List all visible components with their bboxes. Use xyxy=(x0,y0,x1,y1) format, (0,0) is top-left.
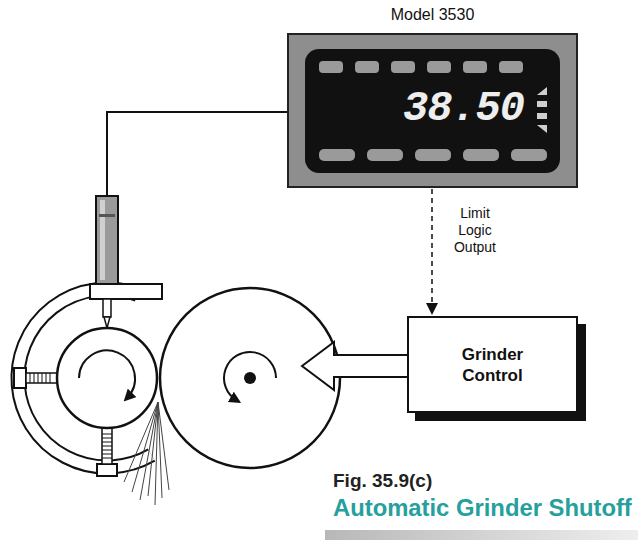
display-reading: 38.50 xyxy=(403,85,524,133)
sparks xyxy=(124,402,169,505)
screw-thread xyxy=(26,373,57,383)
signal-connector xyxy=(426,189,438,315)
front-key xyxy=(367,149,403,161)
front-key xyxy=(319,149,355,161)
title-band xyxy=(325,530,638,540)
indicator-led xyxy=(319,61,343,73)
front-key xyxy=(463,149,499,161)
meter-bezel: 38.50 xyxy=(287,33,578,188)
dashed-signal-line xyxy=(431,189,433,304)
indicator-led xyxy=(463,61,487,73)
indicator-led xyxy=(499,61,523,73)
probe-tip xyxy=(104,317,110,328)
probe-cable xyxy=(107,112,289,196)
grinding-wheel xyxy=(160,288,340,468)
figure-title: Automatic Grinder Shutoff xyxy=(333,494,632,522)
polarity-indicator xyxy=(537,87,547,133)
rotation-arrow xyxy=(224,352,276,401)
screw-head xyxy=(97,464,117,476)
indicator-led xyxy=(391,61,415,73)
meter-display: 38.50 xyxy=(305,49,560,173)
figure-number: Fig. 35.9(c) xyxy=(333,470,432,492)
workpiece xyxy=(57,328,157,428)
screw-head xyxy=(14,368,26,388)
screw-thread-lines xyxy=(30,373,50,383)
model-label: Model 3530 xyxy=(287,6,578,24)
indicator-led xyxy=(427,61,451,73)
signal-label: Limit Logic Output xyxy=(444,205,506,256)
screw-thread xyxy=(102,428,112,464)
probe-highlight xyxy=(100,200,105,280)
box-label: Grinder Control xyxy=(438,344,548,386)
front-key xyxy=(511,149,547,161)
front-key xyxy=(415,149,451,161)
probe-body xyxy=(96,196,118,284)
rotation-arrow xyxy=(79,350,135,398)
probe-ring xyxy=(99,214,115,217)
probe-stem xyxy=(103,299,111,317)
probe-clamp xyxy=(90,284,162,299)
screw-thread-lines xyxy=(102,434,112,458)
wheel-hub xyxy=(244,372,256,384)
control-arrow xyxy=(302,342,408,390)
process-box: Grinder Control xyxy=(407,316,578,413)
indicator-led xyxy=(355,61,379,73)
panel-meter: Model 3530 38.50 xyxy=(287,0,578,188)
arrowhead xyxy=(426,303,438,315)
